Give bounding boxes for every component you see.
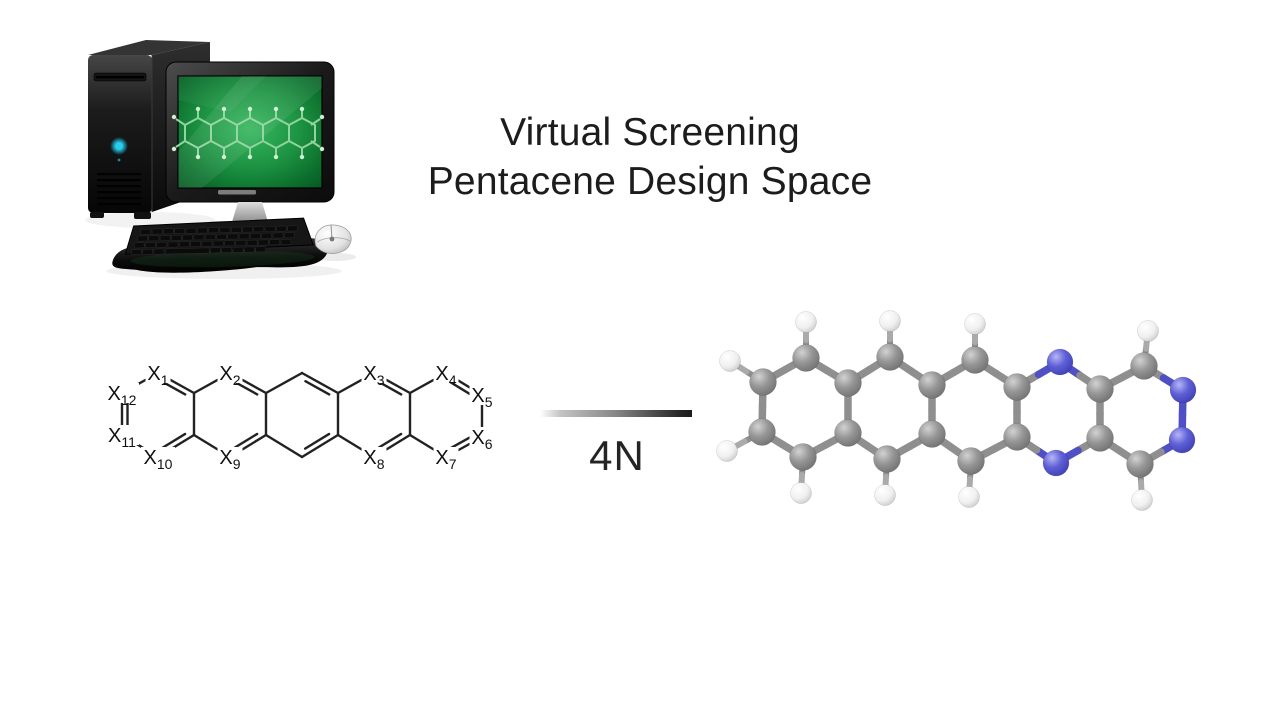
substituent-label-X6: X6 [471, 427, 492, 452]
title-line-1: Virtual Screening [500, 111, 800, 154]
c-atom [961, 346, 989, 374]
mouse [314, 224, 352, 254]
mouse-scroll-wheel [329, 236, 335, 242]
h-atom [1137, 320, 1159, 342]
n-atom [1169, 376, 1197, 404]
substituent-label-X11: X11 [108, 425, 136, 450]
substituent-label-X8: X8 [363, 447, 384, 472]
c-atom [834, 369, 862, 397]
monitor-screen [177, 75, 323, 189]
title-line-2: Pentacene Design Space [427, 160, 873, 203]
c-atom [749, 368, 777, 396]
substituent-label-X9: X9 [219, 447, 240, 472]
substituent-label-X7: X7 [435, 447, 456, 472]
transformation-indicator: 4N [540, 410, 694, 480]
computer-illustration [85, 40, 356, 279]
h-atom [874, 484, 896, 506]
c-atom [834, 419, 862, 447]
page-title: Virtual Screening Pentacene Design Space [360, 108, 940, 206]
c-atom [876, 343, 904, 371]
h-atom [719, 350, 741, 372]
c-atom [1003, 423, 1031, 451]
h-atom [958, 486, 980, 508]
c-atom [1086, 424, 1114, 452]
c-atom [789, 443, 817, 471]
c-atom [1003, 373, 1031, 401]
monitor [165, 61, 335, 233]
substituent-label-X3: X3 [363, 363, 384, 388]
h-atom [716, 440, 738, 462]
substituent-label-X2: X2 [219, 363, 240, 388]
substituent-label-X5: X5 [471, 385, 492, 410]
c-atom [918, 371, 946, 399]
substituent-label-X1: X1 [147, 363, 168, 388]
screen-molecule [171, 106, 325, 160]
azapentacene-3d-model [716, 310, 1197, 511]
c-atom [748, 418, 776, 446]
monitor-buttons [218, 190, 256, 195]
c-atom [1130, 352, 1158, 380]
substituent-label-X4: X4 [435, 363, 456, 388]
h-atom [1131, 489, 1153, 511]
keyboard [112, 217, 328, 273]
c-atom [918, 420, 946, 448]
substituent-label-X12: X12 [108, 383, 137, 408]
c-atom [1126, 450, 1154, 478]
c-atom [957, 447, 985, 475]
transformation-label: 4N [589, 432, 645, 479]
atom-balls [716, 310, 1197, 511]
n-atom [1168, 426, 1196, 454]
n-atom [1042, 449, 1070, 477]
c-atom [1086, 375, 1114, 403]
h-atom [964, 313, 986, 335]
h-atom [790, 482, 812, 504]
c-atom [873, 445, 901, 473]
monitor-stand [232, 202, 268, 222]
c-atom [792, 344, 820, 372]
n-atom [1046, 348, 1074, 376]
h-atom [879, 310, 901, 332]
h-atom [795, 311, 817, 333]
substituent-label-X10: X10 [144, 447, 173, 472]
bond-sticks [724, 318, 1187, 503]
gradient-arrow-bar [540, 410, 692, 417]
